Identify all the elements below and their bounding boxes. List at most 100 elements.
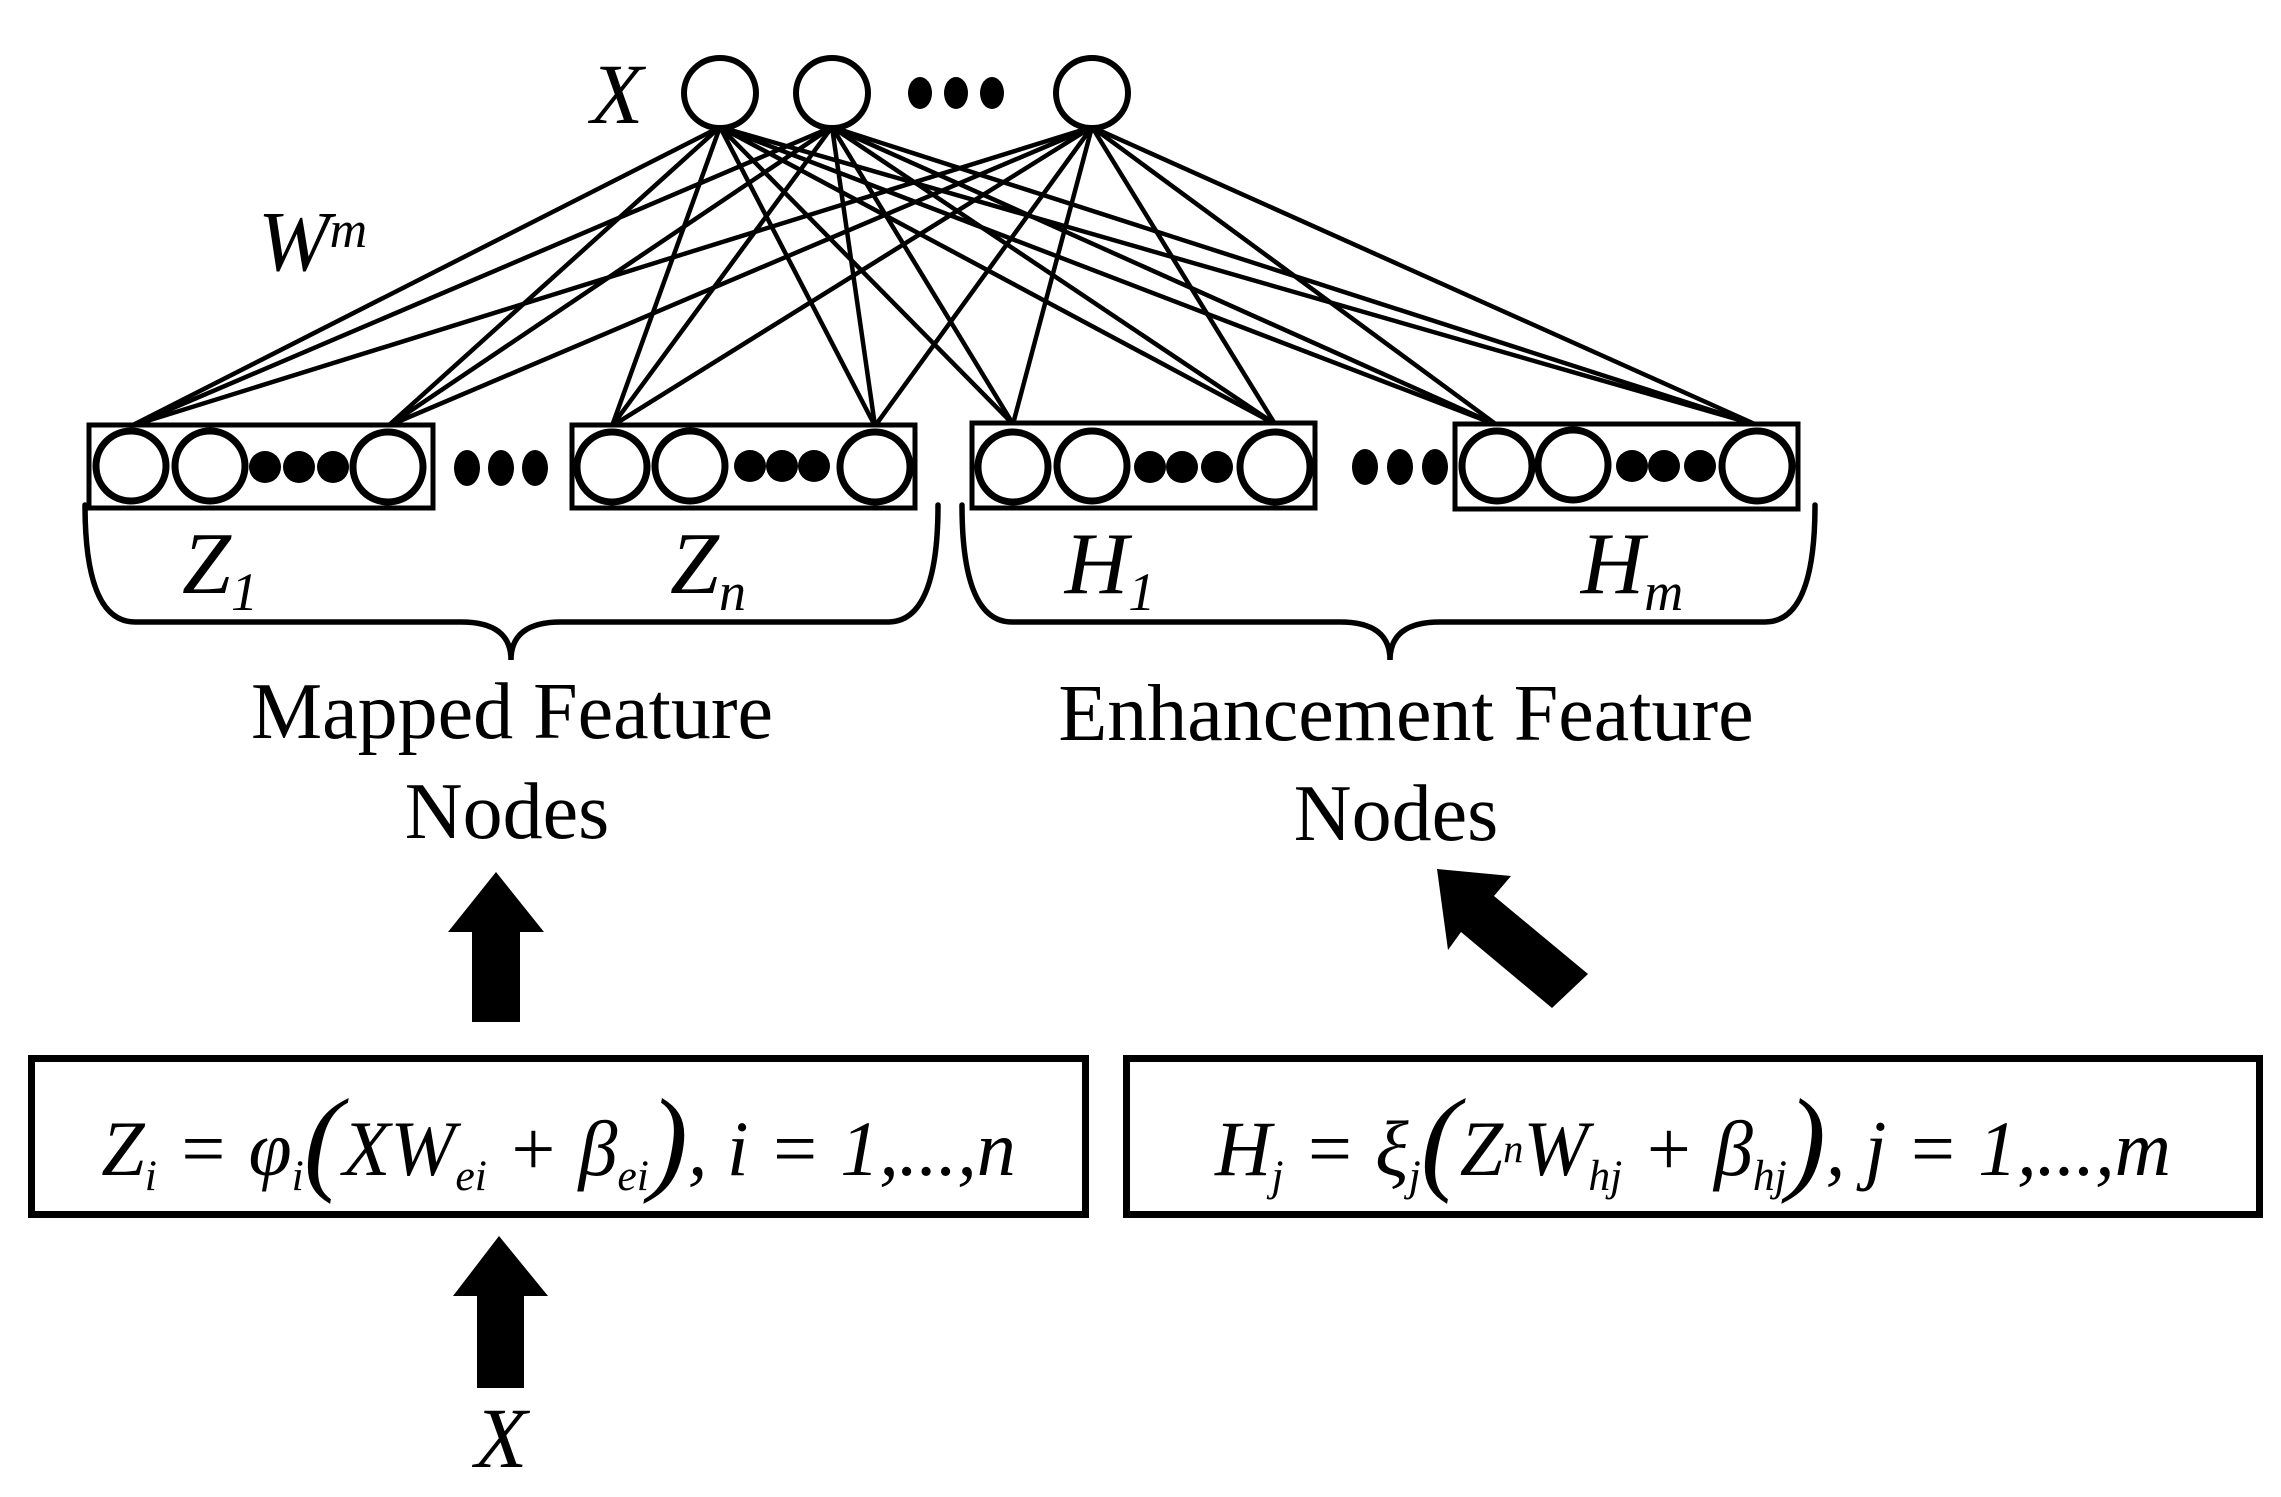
eq-term: β <box>578 1105 618 1192</box>
eq-term: = <box>1283 1105 1376 1192</box>
feature-node <box>651 427 729 505</box>
z1-label-sub: 1 <box>230 562 258 623</box>
input-bottom-label: X <box>474 1390 528 1486</box>
ellipsis-dot <box>1648 450 1680 482</box>
eq-term: + <box>486 1105 579 1192</box>
zn-label-main: Z <box>670 516 719 613</box>
input-nodes <box>681 55 1131 131</box>
ellipsis-dot <box>734 450 766 482</box>
feature-node <box>836 428 914 506</box>
hm-label-sub: m <box>1644 562 1684 623</box>
connection-line <box>718 125 877 428</box>
eq-paren: ) <box>1786 1075 1826 1205</box>
eq-term: ξ <box>1375 1105 1409 1192</box>
eq-term: m <box>2114 1105 2171 1192</box>
eq-term: = <box>748 1105 841 1192</box>
weight-label: Wm <box>258 198 367 284</box>
mapped-equation: Zi = φi(XWei + βei), i = 1,...,n <box>101 1078 1015 1199</box>
ellipsis-dot <box>522 450 548 486</box>
z1-label-main: Z <box>182 516 231 613</box>
ellipsis-dot <box>1422 449 1448 485</box>
ellipsis-dot <box>980 77 1004 109</box>
eq-term: 1,..., <box>1978 1105 2115 1192</box>
ellipsis-dot <box>944 77 968 109</box>
eq-term: β <box>1713 1105 1753 1192</box>
ellipsis-dot <box>766 450 798 482</box>
ellipsis-dot <box>283 451 315 483</box>
eq-paren: ( <box>303 1075 343 1205</box>
eq-sub: i <box>144 1151 157 1200</box>
zn-label-sub: n <box>718 562 746 623</box>
eq-sub: j <box>1408 1151 1421 1200</box>
eq-sub: ei <box>617 1151 649 1200</box>
input-node <box>1053 55 1131 131</box>
ellipsis-dot <box>1166 451 1198 483</box>
input-node <box>793 55 871 131</box>
feature-node <box>1534 426 1612 504</box>
ellipsis-dot <box>1201 451 1233 483</box>
enhancement-feature-caption-line2: Nodes <box>1293 770 1499 858</box>
feature-node <box>1236 428 1314 506</box>
eq-term: H <box>1215 1105 1272 1192</box>
z1-label: Z1 <box>182 521 258 620</box>
enhancement-equation: Hj = ξj(ZnWhj + βhj), j = 1,...,m <box>1215 1078 2171 1199</box>
eq-term: Z <box>1459 1105 1504 1192</box>
connection-line <box>1010 126 1095 425</box>
connection-line <box>718 125 1015 426</box>
ellipsis-dot <box>249 451 281 483</box>
mapped-feature-caption-line1: Mapped Feature <box>250 668 774 756</box>
connection-line <box>719 124 1498 428</box>
mapped-group-brace <box>82 502 941 661</box>
connection-line <box>1091 124 1758 428</box>
connection-line <box>873 125 1094 428</box>
enhancement-feature-caption-line1: Enhancement Feature <box>1058 670 1754 758</box>
connection-line <box>718 125 1277 426</box>
connection-line <box>610 125 1094 428</box>
weight-label-base: W <box>258 193 330 289</box>
fan-lines <box>129 124 1758 429</box>
ellipsis-dot <box>1134 451 1166 483</box>
h1-label-sub: 1 <box>1128 562 1156 623</box>
eq-term: = <box>1886 1105 1979 1192</box>
eq-term: φ <box>248 1105 292 1192</box>
eq-term: W <box>1523 1105 1589 1192</box>
diagonal-arrow-enhancement <box>1437 869 1588 1008</box>
feature-node <box>349 428 427 506</box>
feature-node <box>1053 427 1131 505</box>
eq-paren: ) <box>648 1075 688 1205</box>
h1-label: H1 <box>1065 521 1156 620</box>
input-ellipsis <box>908 77 1004 109</box>
connection-line <box>1090 125 1499 427</box>
connection-line <box>386 125 722 428</box>
enhancement-equation-box: Hj = ξj(ZnWhj + βhj), j = 1,...,m <box>1123 1055 2263 1218</box>
in-box-ellipses <box>249 450 1716 483</box>
ellipsis-dot <box>908 77 932 109</box>
eq-term: j <box>1864 1105 1887 1192</box>
connection-line <box>719 124 1758 428</box>
eq-term: XW <box>342 1105 456 1192</box>
eq-term: , <box>687 1105 727 1192</box>
eq-term: , <box>1825 1105 1865 1192</box>
feature-nodes <box>92 426 1796 506</box>
input-node <box>681 55 759 131</box>
connection-line <box>831 124 1498 428</box>
ellipsis-dot <box>1684 450 1716 482</box>
eq-sub: i <box>291 1151 304 1200</box>
ellipsis-dot <box>798 450 830 482</box>
eq-term: i <box>726 1105 749 1192</box>
eq-term: Z <box>101 1105 145 1192</box>
hm-label-main: H <box>1580 516 1645 613</box>
eq-sup: n <box>1503 1126 1524 1172</box>
connection-line <box>130 124 833 429</box>
eq-sub: j <box>1271 1151 1284 1200</box>
eq-term: = <box>156 1105 249 1192</box>
enhancement-group-brace <box>959 502 1818 661</box>
feature-node <box>171 427 249 505</box>
connection-line <box>610 125 834 428</box>
hm-label: Hm <box>1581 521 1684 620</box>
feature-node <box>573 428 651 506</box>
up-arrow-input <box>453 1236 548 1388</box>
feature-node <box>92 427 170 505</box>
ellipsis-dot <box>317 451 349 483</box>
